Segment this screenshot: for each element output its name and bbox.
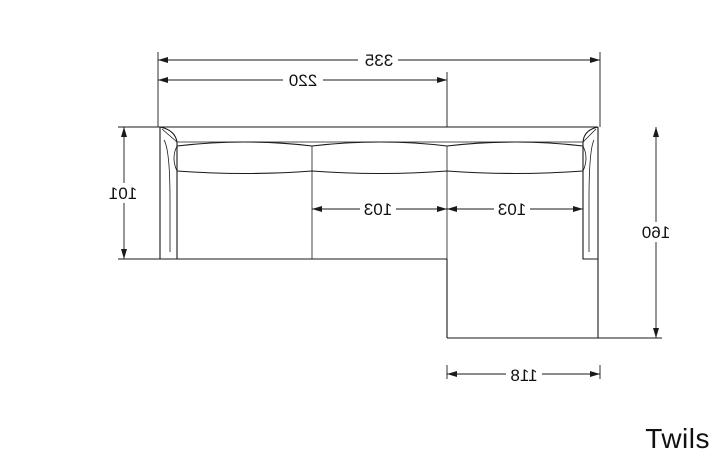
dimension-label-101: 101 — [109, 184, 137, 203]
brand-logo: Twils — [645, 423, 710, 454]
dimension-220: 220 — [158, 70, 448, 127]
dimension-label-220: 220 — [289, 71, 317, 90]
sofa-outline — [160, 126, 599, 339]
right-armrest — [582, 126, 599, 260]
dimension-101: 101 — [106, 126, 160, 260]
dimension-label-335: 335 — [365, 51, 393, 70]
dimension-160: 160 — [598, 127, 676, 339]
dimension-label-103-right: 103 — [498, 200, 526, 219]
backrest — [161, 128, 597, 143]
seat-cushions — [173, 141, 587, 259]
dimension-label-103-left: 103 — [364, 200, 392, 219]
dimension-118: 118 — [446, 365, 601, 385]
dimension-335: 335 — [157, 50, 601, 127]
left-armrest — [159, 126, 178, 260]
dimension-103-left: 103 — [312, 200, 447, 220]
dimension-label-160: 160 — [642, 223, 670, 242]
dimension-103-right: 103 — [447, 200, 583, 220]
dimension-label-118: 118 — [510, 366, 537, 385]
